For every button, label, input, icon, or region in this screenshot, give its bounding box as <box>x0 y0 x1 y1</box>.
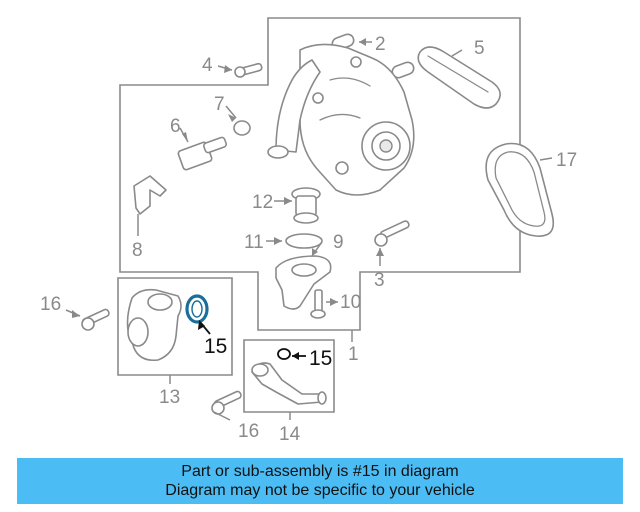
callout-14: 14 <box>279 424 301 445</box>
callout-6: 6 <box>170 116 181 137</box>
part-3-bolt <box>374 220 410 247</box>
callout-1: 1 <box>348 344 359 365</box>
callout-5: 5 <box>474 38 485 59</box>
callout-13: 13 <box>159 387 180 408</box>
callout-7: 7 <box>214 94 225 115</box>
part-16-bolt-lower <box>211 390 242 415</box>
part-15-seal-highlighted[interactable] <box>185 294 209 324</box>
sub-assembly-14-frame <box>243 339 335 413</box>
part-12-thermostat <box>291 187 321 224</box>
callout-17: 17 <box>556 150 577 171</box>
part-16-bolt-left <box>81 308 110 331</box>
part-17-belt <box>485 142 555 237</box>
callout-15-pipe[interactable]: 15 <box>309 347 332 370</box>
callout-15-highlight[interactable]: 15 <box>204 335 227 358</box>
water-pump-body <box>267 43 415 196</box>
part-4-bolt <box>234 62 263 78</box>
callout-16-lower: 16 <box>238 421 259 442</box>
leader-arrowheads <box>72 38 384 318</box>
info-banner: Part or sub-assembly is #15 in diagram D… <box>17 458 623 504</box>
callout-4: 4 <box>202 55 213 76</box>
part-9-housing <box>275 255 332 310</box>
callout-2: 2 <box>375 34 386 55</box>
callout-8: 8 <box>132 240 143 261</box>
banner-line-2: Diagram may not be specific to your vehi… <box>165 482 475 499</box>
part-10-bolt <box>310 289 326 319</box>
part-6-sensor <box>177 136 228 171</box>
callout-11: 11 <box>244 232 264 253</box>
callout-9: 9 <box>333 232 344 253</box>
callout-12: 12 <box>252 192 273 213</box>
callout-10: 10 <box>340 292 361 313</box>
main-assembly-frame <box>119 17 521 331</box>
sub-assembly-13-frame <box>117 277 233 376</box>
part-8-bracket <box>133 175 167 215</box>
leader-15-highlight <box>198 320 306 360</box>
part-14-pipe <box>251 362 327 405</box>
part-5-gasket <box>417 46 501 109</box>
callout-16-left: 16 <box>40 294 61 315</box>
part-7-o-ring <box>233 120 251 136</box>
banner-line-1: Part or sub-assembly is #15 in diagram <box>181 463 459 480</box>
part-11-o-ring <box>285 233 323 249</box>
part-13-flange <box>126 288 182 362</box>
callout-3: 3 <box>374 270 385 291</box>
part-15-seal-small[interactable] <box>277 348 291 360</box>
